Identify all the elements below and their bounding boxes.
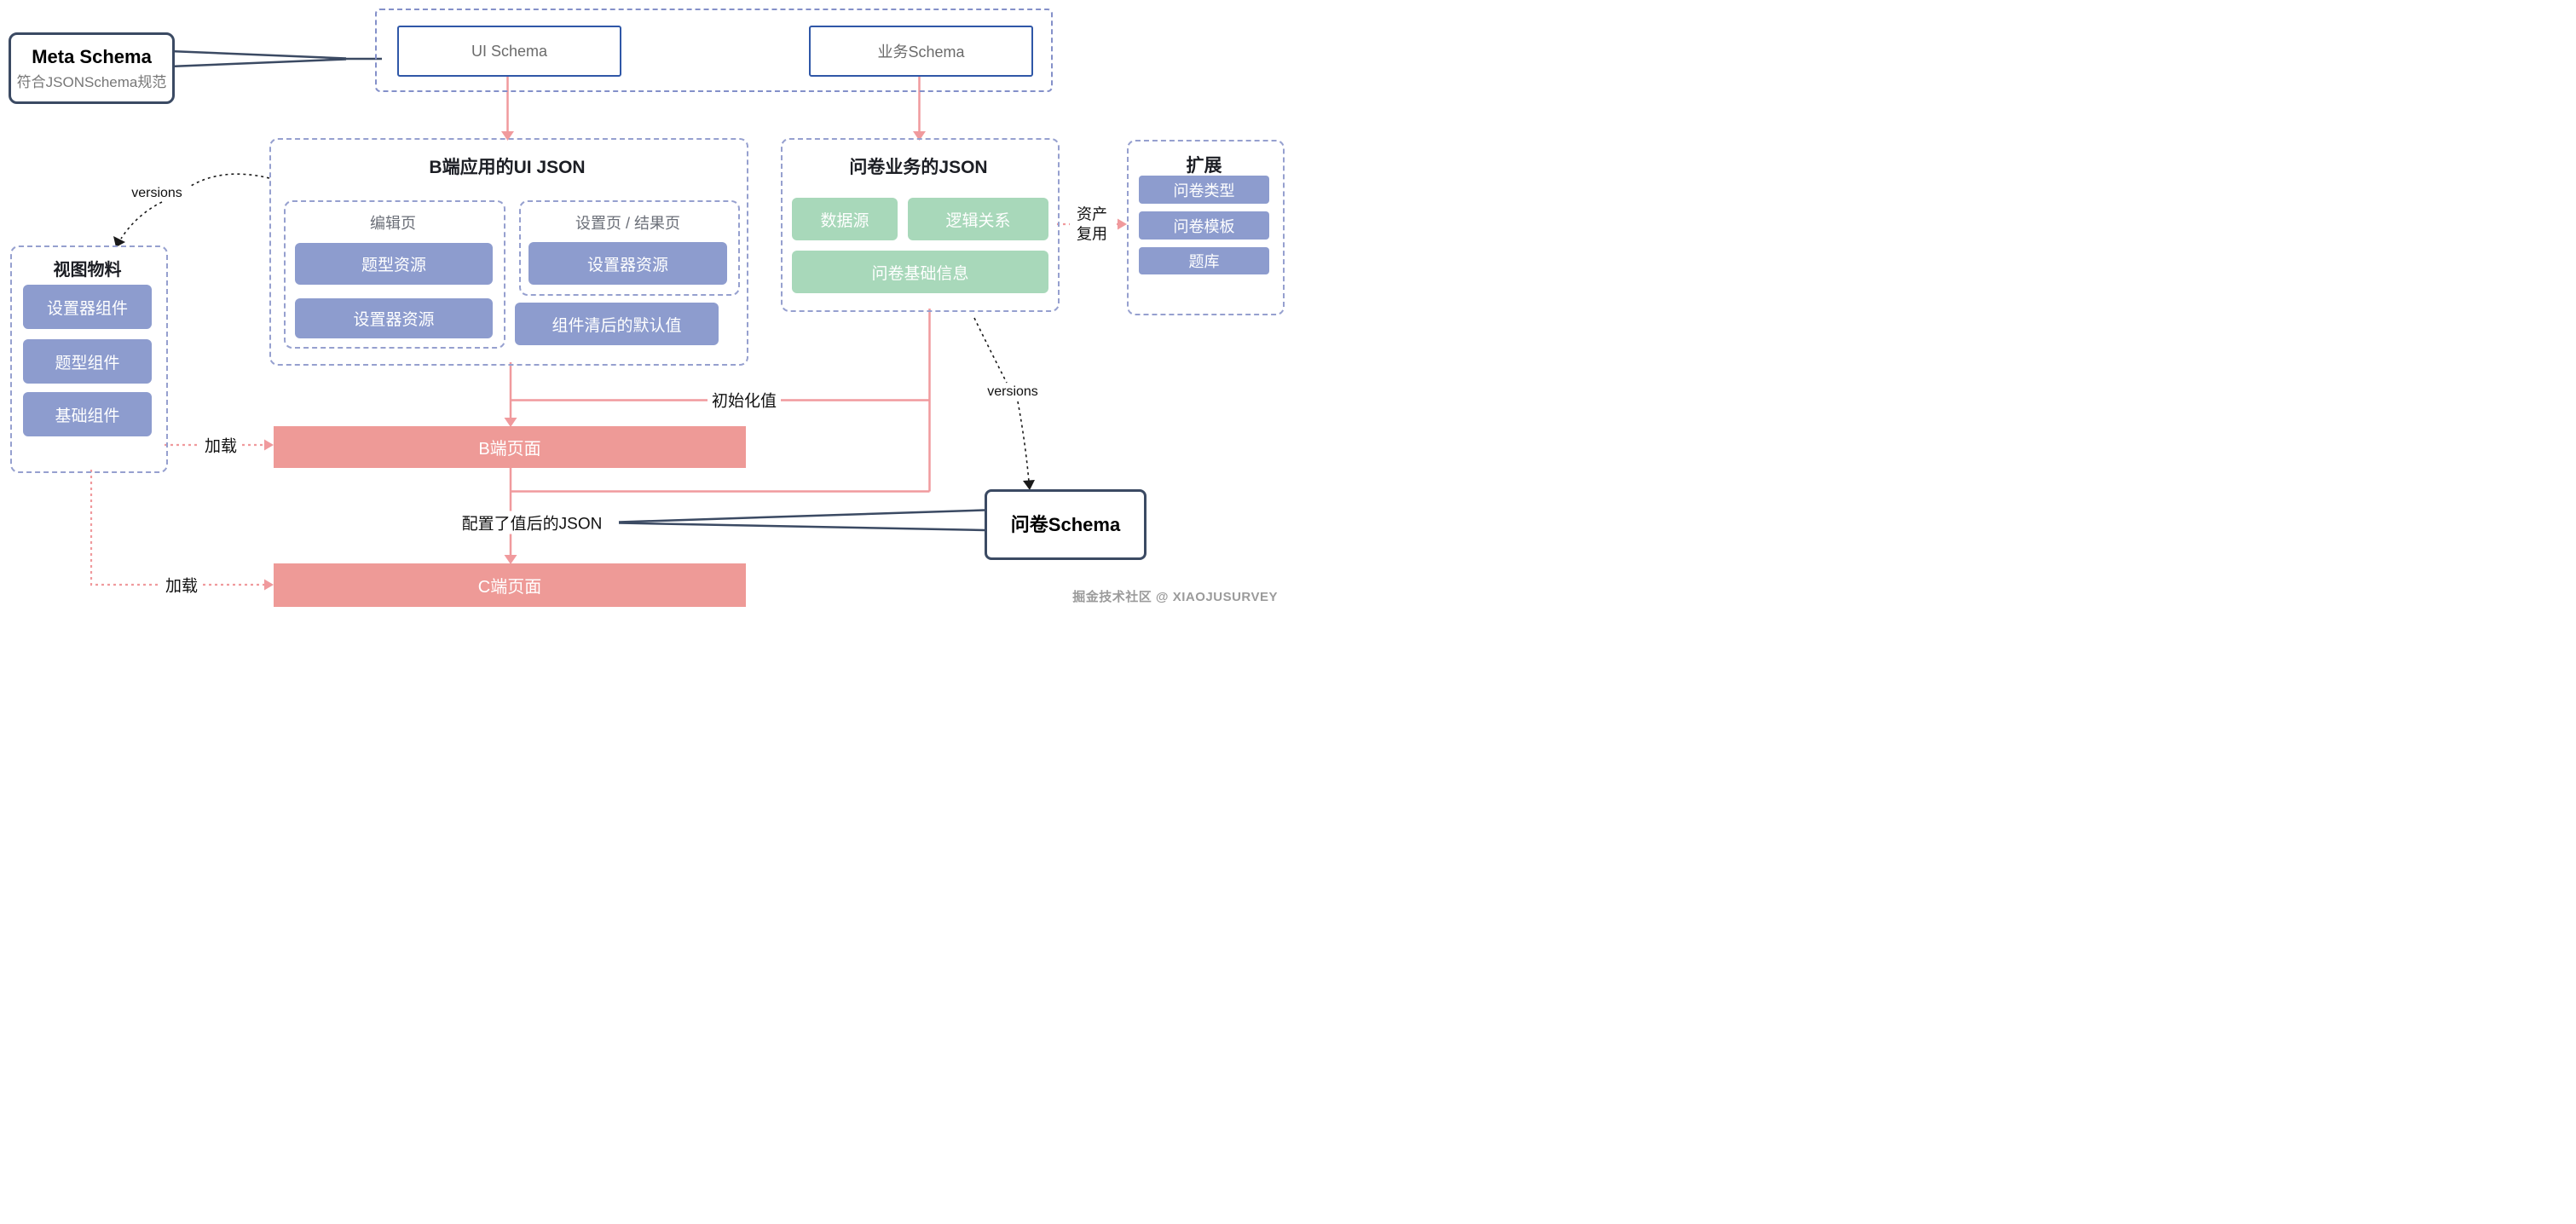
data-source-btn: 数据源	[792, 198, 898, 240]
edit-page-container	[284, 200, 505, 349]
ui-schema-node: UI Schema	[397, 26, 621, 77]
meta-schema-subtitle: 符合JSONSchema规范	[16, 74, 167, 91]
component-default-values-btn: 组件清后的默认值	[515, 303, 719, 345]
versions-arrowheads	[113, 236, 1035, 490]
meta-schema-box: Meta Schema 符合JSONSchema规范	[9, 32, 175, 104]
callout-pointer-lines	[169, 49, 985, 532]
question-type-resource-btn: 题型资源	[295, 243, 493, 285]
meta-schema-title: Meta Schema	[32, 45, 152, 67]
logic-relation-btn: 逻辑关系	[908, 198, 1048, 240]
survey-schema-box: 问卷Schema	[985, 489, 1146, 560]
question-bank-btn: 题库	[1139, 247, 1269, 274]
settings-page-container	[519, 200, 740, 296]
view-materials-title: 视图物料	[53, 261, 122, 280]
init-value-label: 初始化值	[707, 388, 782, 412]
asset-reuse-label: 资产 复用	[1070, 205, 1114, 244]
versions-dotted-lines	[120, 173, 1030, 482]
setter-component-btn: 设置器组件	[23, 285, 152, 329]
salmon-arrowheads	[501, 131, 926, 564]
configured-json-label: 配置了值后的JSON	[457, 511, 607, 534]
b-ui-json-title: B端应用的UI JSON	[429, 158, 586, 177]
schema-group-container	[375, 9, 1053, 92]
versions-label-left: versions	[129, 186, 185, 201]
b-ui-json-container	[269, 138, 748, 366]
extension-container	[1127, 140, 1285, 315]
biz-schema-label: 业务Schema	[877, 43, 965, 61]
survey-basic-info-btn: 问卷基础信息	[792, 251, 1048, 293]
ui-schema-label: UI Schema	[471, 42, 548, 60]
salmon-dotted-arrowheads	[264, 218, 1127, 591]
versions-label-right: versions	[985, 384, 1041, 400]
question-type-component-btn: 题型组件	[23, 339, 152, 384]
survey-biz-json-title: 问卷业务的JSON	[849, 158, 988, 177]
edit-page-title: 编辑页	[370, 215, 416, 232]
view-materials-container	[10, 245, 168, 473]
survey-template-btn: 问卷模板	[1139, 211, 1269, 240]
survey-schema-title: 问卷Schema	[1010, 513, 1121, 535]
biz-schema-node: 业务Schema	[809, 26, 1033, 77]
settings-page-title: 设置页 / 结果页	[575, 215, 680, 232]
base-component-btn: 基础组件	[23, 392, 152, 436]
setter-resource-btn-settings: 设置器资源	[528, 242, 727, 285]
load-label-c: 加载	[160, 573, 203, 597]
load-label-b: 加载	[199, 433, 242, 457]
asset-reuse-line2: 复用	[1077, 225, 1107, 242]
c-page-bar: C端页面	[274, 563, 746, 607]
b-page-bar: B端页面	[274, 426, 746, 468]
survey-type-btn: 问卷类型	[1139, 176, 1269, 204]
setter-resource-btn-edit: 设置器资源	[295, 298, 493, 338]
watermark: 掘金技术社区 @ XIAOJUSURVEY	[1072, 590, 1278, 604]
survey-biz-json-container	[781, 138, 1060, 312]
extension-title: 扩展	[1186, 156, 1222, 176]
diagram-canvas: Meta Schema 符合JSONSchema规范 UI Schema 业务S…	[0, 0, 1288, 612]
asset-reuse-line1: 资产	[1077, 205, 1107, 223]
